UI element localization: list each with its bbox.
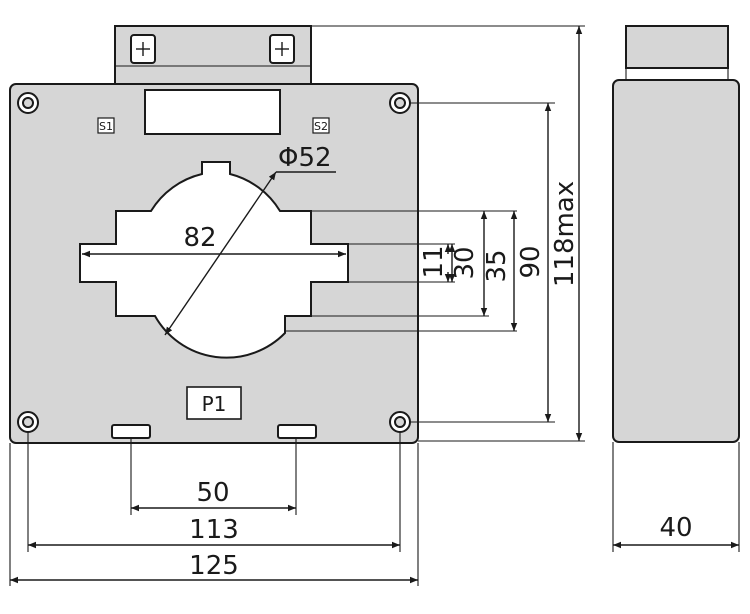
dim-height-max: 118max	[550, 181, 580, 287]
dim-aperture-diameter: Φ52	[278, 143, 332, 173]
mount-slot-left	[111, 424, 151, 439]
dim-slot-30: 30	[450, 246, 480, 279]
terminal-s2-label: S2	[314, 120, 328, 133]
mounting-holes	[17, 92, 411, 433]
terminal-block	[114, 25, 312, 85]
dim-mount-spacing: 50	[196, 478, 229, 508]
nameplate-window	[144, 89, 281, 135]
side-view	[612, 25, 740, 443]
dim-height-90: 90	[516, 245, 546, 278]
terminal-s1-label: S1	[99, 120, 113, 133]
dim-aperture-width: 82	[183, 223, 216, 253]
mount-slot-right	[277, 424, 317, 439]
dim-slot-11: 11	[419, 245, 449, 278]
terminal-p1-label: P1	[202, 392, 227, 416]
dim-hole-spacing: 113	[189, 515, 239, 545]
plus-icon	[275, 42, 289, 56]
dim-overall-width: 125	[189, 551, 239, 581]
dim-depth: 40	[659, 513, 692, 543]
dim-slot-35: 35	[482, 249, 512, 282]
plus-icon	[136, 42, 150, 56]
